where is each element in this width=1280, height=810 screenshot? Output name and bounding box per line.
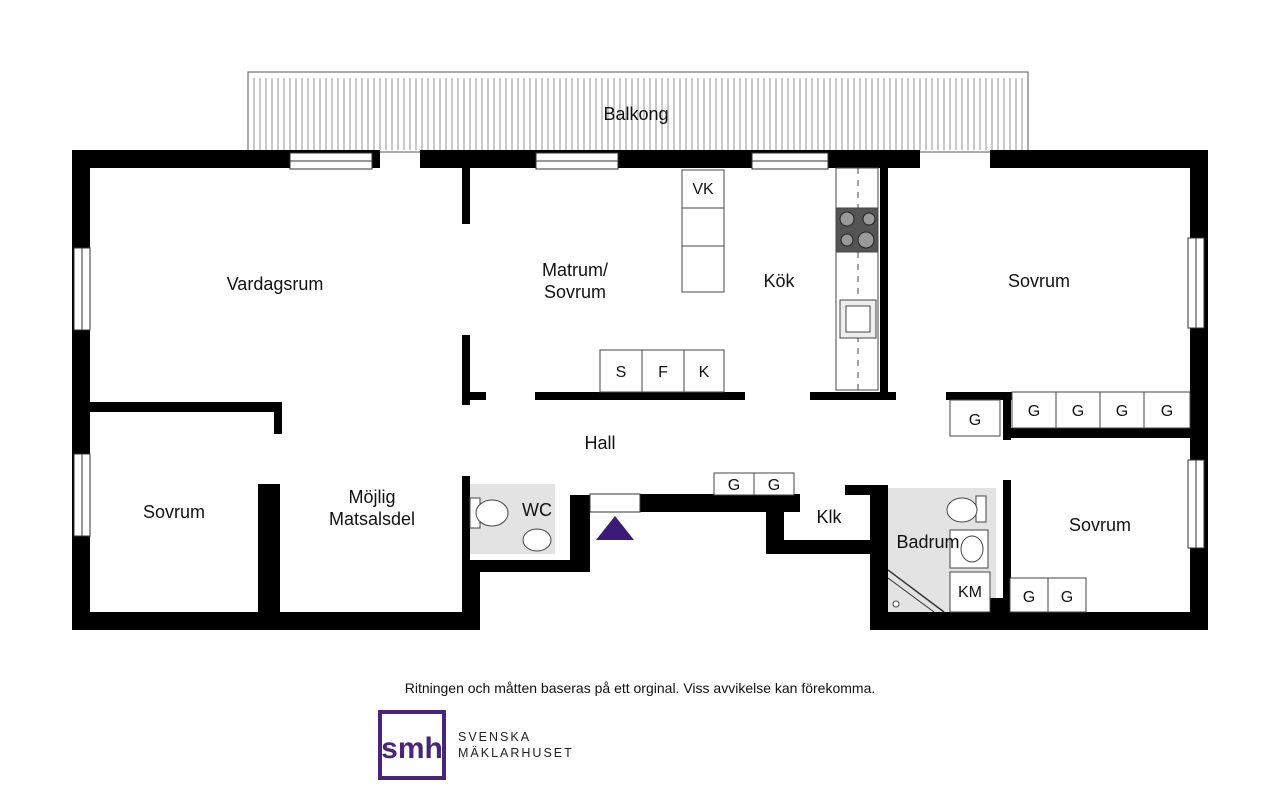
label-hall: Hall [584, 433, 615, 453]
label-g: G [1061, 589, 1073, 606]
disclaimer-text: Ritningen och måtten baseras på ett orgi… [404, 680, 876, 696]
label-klk: Klk [816, 507, 842, 527]
label-mojlig: Möjlig [348, 487, 395, 507]
balcony [247, 71, 1029, 153]
floor-plan: Balkong Vardagsrum Matrum/ Sovrum Kök So… [72, 71, 1208, 630]
label-kok: Kök [763, 271, 795, 291]
label-vardagsrum: Vardagsrum [227, 274, 324, 294]
brand-name-line2: MÄKLARHUSET [458, 746, 574, 760]
label-s: S [616, 364, 627, 381]
smh-logo-icon: smh [378, 710, 446, 780]
brand-name-line1: SVENSKA [458, 730, 532, 744]
label-g: G [1072, 403, 1084, 420]
bathroom-fixtures [887, 495, 989, 613]
label-sovrum-ne: Sovrum [1008, 271, 1070, 291]
kitchen-fixtures [599, 167, 879, 393]
label-vk: VK [692, 181, 714, 198]
label-badrum: Badrum [896, 532, 959, 552]
label-sovrum-se: Sovrum [1069, 515, 1131, 535]
label-sovrum-w: Sovrum [143, 502, 205, 522]
label-g: G [969, 412, 981, 429]
label-g: G [1116, 403, 1128, 420]
brand-logo: smh SVENSKA MÄKLARHUSET [378, 710, 574, 780]
label-g: G [1161, 403, 1173, 420]
wc-fixtures [469, 497, 552, 552]
windows [73, 152, 1205, 549]
label-g: G [1023, 589, 1035, 606]
label-sovrum-matrum: Sovrum [544, 282, 606, 302]
label-matrum: Matrum/ [542, 260, 608, 280]
label-g: G [728, 477, 740, 494]
wardrobes [713, 391, 1191, 613]
label-matsalsdel: Matsalsdel [329, 509, 415, 529]
label-balkong: Balkong [603, 104, 668, 124]
entrance-arrow [596, 516, 634, 540]
label-g: G [768, 477, 780, 494]
label-km: KM [958, 584, 982, 601]
label-g: G [1028, 403, 1040, 420]
label-wc: WC [522, 500, 552, 520]
svg-text:smh: smh [381, 732, 443, 765]
label-k: K [699, 364, 710, 381]
label-f: F [658, 364, 668, 381]
